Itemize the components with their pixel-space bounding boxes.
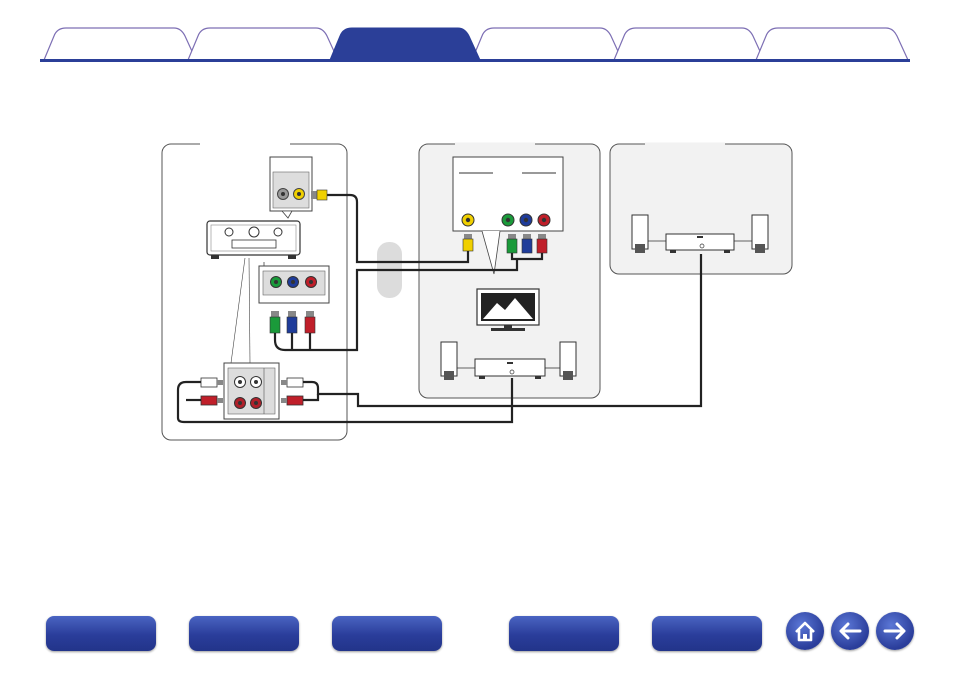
zone-amp-1 xyxy=(440,341,577,380)
zone-audio-out-inset xyxy=(223,362,280,420)
connection-diagram xyxy=(161,142,793,441)
nav-button-3[interactable] xyxy=(332,616,442,651)
av-receiver xyxy=(206,220,301,259)
home-icon xyxy=(795,621,815,642)
zone-audio-cable-1 xyxy=(176,378,514,424)
back-button[interactable] xyxy=(831,612,869,650)
arrow-left-icon xyxy=(839,622,862,640)
nav-button-2[interactable] xyxy=(189,616,299,651)
tv-input-inset xyxy=(452,156,564,275)
video-cable xyxy=(322,193,470,264)
nav-button-1[interactable] xyxy=(46,616,156,651)
tv-plugs xyxy=(462,234,548,254)
cables xyxy=(176,193,703,424)
arrow-right-icon xyxy=(883,622,906,640)
tab-5-shape xyxy=(613,27,765,61)
connection-diagram-svg xyxy=(161,142,793,441)
component-out-inset xyxy=(258,265,330,304)
tab-3-active-shape xyxy=(329,27,481,61)
tab-bar-graphics xyxy=(40,27,910,62)
video-out-inset xyxy=(269,156,313,219)
home-button[interactable] xyxy=(786,612,824,650)
tab-4-shape xyxy=(471,27,623,61)
tab-1-shape xyxy=(43,27,197,61)
tab-baseline xyxy=(40,59,910,62)
zone-audio-cable-2 xyxy=(303,254,703,408)
tab-6-shape xyxy=(755,27,909,61)
tab-bar xyxy=(0,0,954,64)
zone-amp-2 xyxy=(631,214,769,253)
television xyxy=(476,288,540,331)
forward-button[interactable] xyxy=(876,612,914,650)
nav-button-5[interactable] xyxy=(652,616,762,651)
component-cable xyxy=(273,259,519,352)
tab-2-shape xyxy=(187,27,339,61)
component-plugs-receiver xyxy=(269,311,316,334)
nav-button-4[interactable] xyxy=(509,616,619,651)
